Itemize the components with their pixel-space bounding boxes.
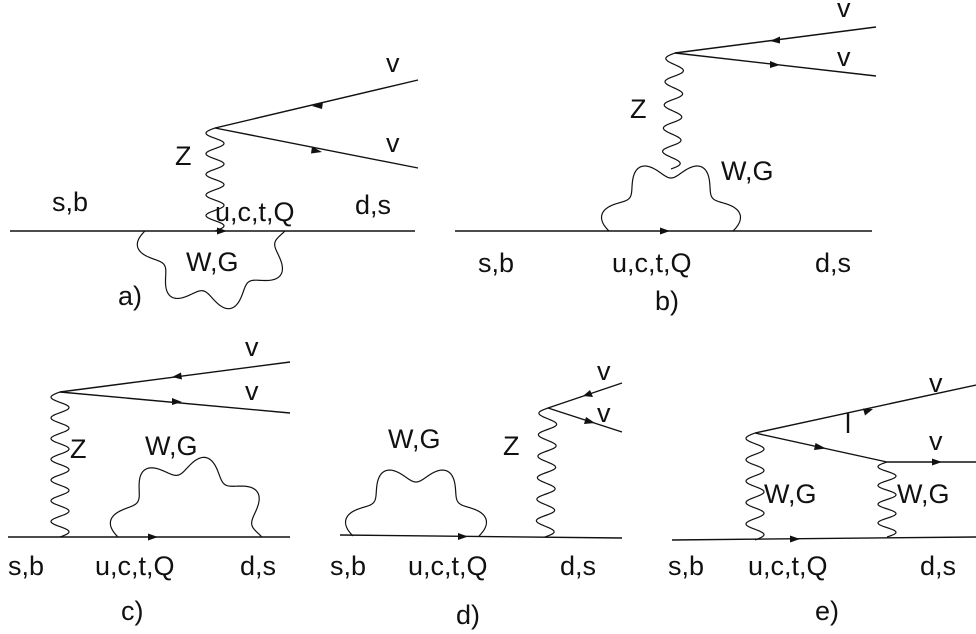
label-neutrino-2: v bbox=[929, 426, 943, 456]
label-incoming: s,b bbox=[52, 187, 88, 217]
diagram-c: s,b u,c,t,Q d,s W,G Z v v c) bbox=[8, 332, 291, 626]
z-boson-wavy-line bbox=[535, 407, 558, 538]
diagram-d: s,b u,c,t,Q d,s W,G Z v v d) bbox=[330, 356, 623, 630]
loop-wavy-line bbox=[136, 230, 286, 310]
caption-b: b) bbox=[655, 286, 679, 316]
label-boson-2: W,G bbox=[897, 479, 950, 509]
label-internal: u,c,t,Q bbox=[748, 551, 828, 581]
arrow-marker bbox=[863, 408, 873, 416]
loop-wavy-line bbox=[109, 456, 263, 538]
wg-boson-wavy-line-1 bbox=[745, 432, 765, 541]
label-outgoing: d,s bbox=[815, 248, 851, 278]
diagram-e: s,b u,c,t,Q d,s W,G W,G l v v e) bbox=[668, 368, 976, 626]
label-loop: W,G bbox=[388, 424, 441, 454]
label-neutrino-1: v bbox=[929, 368, 943, 398]
label-neutrino-1: v bbox=[837, 0, 851, 23]
z-boson-wavy-line bbox=[50, 391, 70, 538]
label-internal: u,c,t,Q bbox=[612, 248, 692, 278]
z-boson-wavy-line bbox=[662, 52, 684, 170]
arrow-marker bbox=[312, 102, 323, 109]
arrow-marker bbox=[770, 36, 780, 44]
caption-d: d) bbox=[456, 600, 480, 630]
neutrino-line-upper bbox=[214, 79, 419, 129]
label-neutrino-1: v bbox=[245, 332, 259, 362]
label-internal: u,c,t,Q bbox=[408, 551, 488, 581]
neutrino-line-lower bbox=[547, 407, 623, 433]
label-loop: W,G bbox=[186, 247, 239, 277]
diagram-a: s,b u,c,t,Q d,s W,G Z v v a) bbox=[10, 48, 419, 311]
arrow-marker bbox=[583, 390, 593, 397]
arrow-marker bbox=[172, 372, 182, 380]
wg-boson-wavy-line-2 bbox=[877, 461, 897, 538]
quark-line bbox=[671, 536, 976, 541]
loop-wavy-line bbox=[600, 165, 742, 232]
label-incoming: s,b bbox=[8, 551, 44, 581]
label-incoming: s,b bbox=[668, 551, 704, 581]
arrow-marker bbox=[584, 417, 595, 424]
z-boson-wavy-line bbox=[205, 127, 225, 232]
arrow-marker bbox=[790, 535, 800, 543]
label-outgoing: d,s bbox=[560, 551, 596, 581]
label-neutrino-2: v bbox=[597, 398, 611, 428]
arrow-marker bbox=[458, 533, 468, 540]
label-incoming: s,b bbox=[478, 248, 514, 278]
label-outgoing: d,s bbox=[920, 551, 956, 581]
label-boson: Z bbox=[70, 434, 87, 464]
caption-a: a) bbox=[118, 281, 142, 311]
label-boson: Z bbox=[630, 94, 647, 124]
arrow-marker bbox=[932, 458, 942, 466]
label-lepton: l bbox=[845, 409, 851, 439]
label-internal: u,c,t,Q bbox=[95, 551, 175, 581]
label-loop: W,G bbox=[145, 431, 198, 461]
neutrino-line-lower bbox=[214, 127, 419, 169]
label-boson: Z bbox=[503, 431, 520, 461]
diagram-b: s,b u,c,t,Q d,s W,G Z v v b) bbox=[455, 0, 877, 316]
label-neutrino-2: v bbox=[837, 42, 851, 72]
loop-wavy-line bbox=[344, 469, 488, 537]
label-neutrino-1: v bbox=[386, 48, 400, 78]
label-outgoing: d,s bbox=[355, 190, 391, 220]
caption-e: e) bbox=[815, 596, 839, 626]
label-neutrino-2: v bbox=[245, 376, 259, 406]
quark-line bbox=[339, 534, 623, 539]
label-outgoing: d,s bbox=[240, 551, 276, 581]
arrow-marker bbox=[770, 61, 780, 68]
label-boson-1: W,G bbox=[764, 479, 817, 509]
arrow-marker bbox=[814, 443, 826, 450]
label-boson: Z bbox=[175, 141, 192, 171]
caption-c: c) bbox=[121, 596, 144, 626]
label-internal: u,c,t,Q bbox=[215, 197, 295, 227]
label-neutrino-2: v bbox=[386, 128, 400, 158]
arrow-marker bbox=[660, 227, 670, 235]
arrow-marker bbox=[148, 533, 158, 541]
label-neutrino-1: v bbox=[597, 356, 611, 386]
arrow-marker bbox=[311, 146, 322, 154]
label-loop: W,G bbox=[721, 156, 774, 186]
arrow-marker bbox=[172, 398, 182, 405]
label-incoming: s,b bbox=[330, 551, 366, 581]
